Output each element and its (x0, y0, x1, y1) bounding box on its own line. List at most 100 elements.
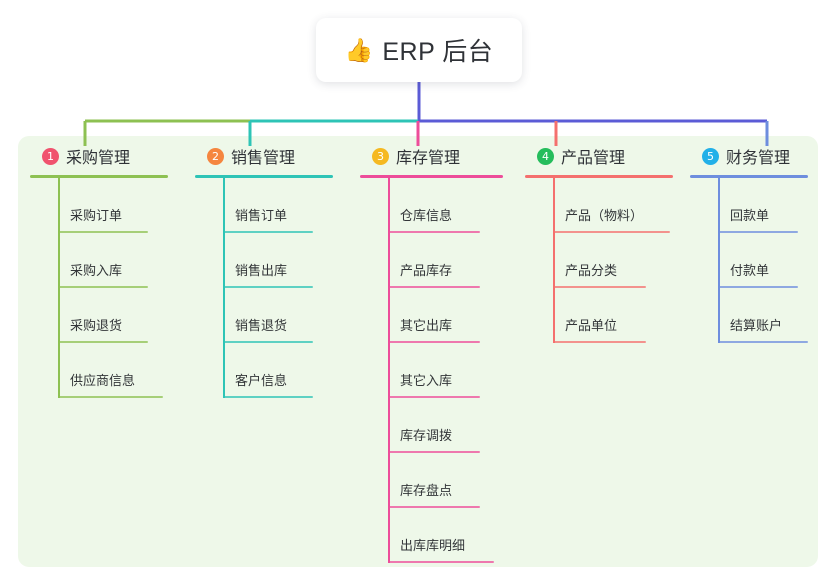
module-header-rule (690, 175, 808, 178)
module-item-label: 仓库信息 (400, 208, 453, 223)
module-column: 5 财务管理回款单付款单结算账户 (690, 143, 820, 343)
module-item[interactable]: 仓库信息 (360, 178, 515, 233)
module-item-rule (223, 231, 313, 233)
module-item-label: 其它出库 (400, 318, 453, 333)
module-column: 2 销售管理销售订单销售出库销售退货客户信息 (195, 143, 345, 398)
module-item-list: 回款单付款单结算账户 (690, 178, 820, 343)
module-item-list: 仓库信息产品库存其它出库其它入库库存调拨库存盘点出库库明细 (360, 178, 515, 563)
thumbs-up-icon: 👍 (344, 36, 374, 63)
module-item-list: 产品（物料） 产品分类产品单位 (525, 178, 685, 343)
module-item[interactable]: 产品单位 (525, 288, 685, 343)
module-item-label: 销售订单 (235, 208, 288, 223)
module-item[interactable]: 销售出库 (195, 233, 345, 288)
module-column: 3 库存管理仓库信息产品库存其它出库其它入库库存调拨库存盘点出库库明细 (360, 143, 515, 563)
module-item[interactable]: 采购退货 (30, 288, 180, 343)
module-number-badge: 1 (42, 147, 59, 165)
module-item-label: 采购退货 (70, 318, 123, 333)
module-item-rule (58, 286, 148, 288)
module-item-rule (388, 396, 480, 398)
module-item-label: 产品（物料） (565, 208, 644, 223)
module-stem-line (223, 178, 225, 398)
module-item-label: 其它入库 (400, 373, 453, 388)
module-number-badge: 3 (372, 147, 389, 165)
module-title: 产品管理 (561, 150, 626, 167)
module-header[interactable]: 2 销售管理 (195, 143, 345, 169)
module-item[interactable]: 回款单 (690, 178, 820, 233)
module-item[interactable]: 付款单 (690, 233, 820, 288)
module-header[interactable]: 4 产品管理 (525, 143, 685, 169)
module-title: 库存管理 (396, 150, 461, 167)
module-item[interactable]: 其它入库 (360, 343, 515, 398)
module-item-rule (718, 231, 798, 233)
module-item-rule (388, 506, 480, 508)
module-item-rule (223, 286, 313, 288)
module-item-rule (58, 396, 163, 398)
module-item[interactable]: 销售退货 (195, 288, 345, 343)
module-item-label: 库存调拨 (400, 428, 453, 443)
module-item-label: 采购入库 (70, 263, 123, 278)
module-item-rule (553, 286, 646, 288)
module-column: 4 产品管理产品（物料） 产品分类产品单位 (525, 143, 685, 343)
module-stem-line (553, 178, 555, 343)
module-item-list: 采购订单采购入库采购退货供应商信息 (30, 178, 180, 398)
module-item[interactable]: 库存盘点 (360, 453, 515, 508)
module-item-label: 出库库明细 (400, 538, 466, 553)
module-item-label: 销售出库 (235, 263, 288, 278)
module-title: 财务管理 (726, 150, 791, 167)
module-item-rule (718, 286, 798, 288)
module-item[interactable]: 产品分类 (525, 233, 685, 288)
module-item-rule (553, 341, 646, 343)
module-header-rule (525, 175, 673, 178)
module-item-list: 销售订单销售出库销售退货客户信息 (195, 178, 345, 398)
module-header-rule (360, 175, 503, 178)
module-header[interactable]: 3 库存管理 (360, 143, 515, 169)
module-header-rule (195, 175, 333, 178)
module-number-badge: 2 (207, 147, 224, 165)
module-item-rule (58, 231, 148, 233)
module-header[interactable]: 1 采购管理 (30, 143, 180, 169)
module-item-rule (388, 451, 480, 453)
module-stem-line (718, 178, 720, 343)
module-item-rule (388, 561, 494, 563)
module-item-label: 库存盘点 (400, 483, 453, 498)
module-item[interactable]: 产品库存 (360, 233, 515, 288)
module-item-label: 产品分类 (565, 263, 618, 278)
module-item-rule (58, 341, 148, 343)
module-title: 采购管理 (66, 150, 131, 167)
modules-panel (18, 136, 818, 567)
module-item-label: 供应商信息 (70, 373, 136, 388)
module-item-label: 销售退货 (235, 318, 288, 333)
module-item-rule (388, 286, 480, 288)
module-item-label: 客户信息 (235, 373, 288, 388)
module-header-rule (30, 175, 168, 178)
module-item-rule (553, 231, 670, 233)
module-item-rule (223, 396, 313, 398)
root-node-title: ERP 后台 (382, 38, 494, 66)
module-item[interactable]: 客户信息 (195, 343, 345, 398)
module-item-label: 采购订单 (70, 208, 123, 223)
module-item[interactable]: 其它出库 (360, 288, 515, 343)
module-number-badge: 5 (702, 147, 719, 165)
module-number-badge: 4 (537, 147, 554, 165)
module-title: 销售管理 (231, 150, 296, 167)
module-item-rule (223, 341, 313, 343)
module-item[interactable]: 供应商信息 (30, 343, 180, 398)
module-item[interactable]: 销售订单 (195, 178, 345, 233)
module-column: 1 采购管理采购订单采购入库采购退货供应商信息 (30, 143, 180, 398)
root-node-card[interactable]: 👍 ERP 后台 (316, 18, 522, 82)
module-item-label: 产品单位 (565, 318, 618, 333)
module-item-label: 结算账户 (730, 318, 783, 333)
module-item[interactable]: 结算账户 (690, 288, 820, 343)
module-item-label: 付款单 (730, 263, 770, 278)
module-item[interactable]: 出库库明细 (360, 508, 515, 563)
module-item[interactable]: 库存调拨 (360, 398, 515, 453)
module-item-rule (388, 231, 480, 233)
module-header[interactable]: 5 财务管理 (690, 143, 820, 169)
module-item-rule (718, 341, 808, 343)
module-item[interactable]: 采购入库 (30, 233, 180, 288)
module-item[interactable]: 产品（物料） (525, 178, 685, 233)
module-item-label: 产品库存 (400, 263, 453, 278)
module-item[interactable]: 采购订单 (30, 178, 180, 233)
module-item-rule (388, 341, 480, 343)
